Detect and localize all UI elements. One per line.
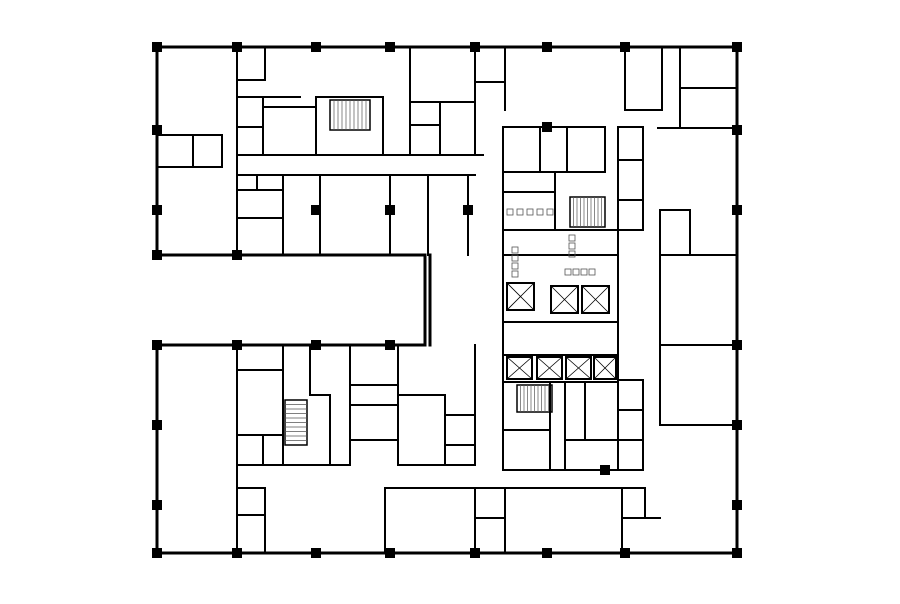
elevator-shaft: [581, 285, 610, 314]
column: [152, 125, 162, 135]
toilet-fixture: [511, 262, 519, 270]
column: [732, 340, 742, 350]
column: [152, 205, 162, 215]
column: [152, 250, 162, 260]
column: [620, 42, 630, 52]
columns: [152, 42, 742, 558]
elevators: [506, 282, 617, 380]
elevator-cross: [581, 285, 610, 314]
column: [152, 340, 162, 350]
elevator-shaft: [506, 282, 535, 311]
elevator-cross: [506, 282, 535, 311]
column: [311, 205, 321, 215]
toilet-fixture: [546, 208, 554, 216]
toilet-fixture: [536, 208, 544, 216]
elevator-cross: [506, 356, 533, 380]
column: [232, 250, 242, 260]
column: [232, 42, 242, 52]
elevator-shaft: [593, 356, 617, 380]
elevator-cross: [536, 356, 563, 380]
elevator-shaft: [550, 285, 579, 314]
column: [732, 500, 742, 510]
column: [732, 125, 742, 135]
column: [152, 420, 162, 430]
toilet-fixture: [572, 268, 580, 276]
toilet-fixture: [568, 242, 576, 250]
column: [470, 42, 480, 52]
toilet-fixture: [564, 268, 572, 276]
stairs: [284, 99, 606, 446]
toilet-fixture: [526, 208, 534, 216]
column: [385, 548, 395, 558]
walls: [155, 45, 739, 555]
elevator-cross: [565, 356, 592, 380]
column: [152, 500, 162, 510]
toilet-fixture: [511, 270, 519, 278]
column: [152, 42, 162, 52]
column: [542, 122, 552, 132]
column: [311, 340, 321, 350]
elevator-cross: [550, 285, 579, 314]
column: [232, 548, 242, 558]
column: [463, 205, 473, 215]
column: [311, 548, 321, 558]
column: [152, 548, 162, 558]
elevator-shaft: [565, 356, 592, 380]
toilet-fixture: [516, 208, 524, 216]
toilet-fixture: [506, 208, 514, 216]
column: [385, 340, 395, 350]
toilet-fixture: [511, 246, 519, 254]
elevator-cross: [593, 356, 617, 380]
column: [232, 340, 242, 350]
toilet-fixture: [568, 234, 576, 242]
column: [620, 548, 630, 558]
column: [385, 205, 395, 215]
column: [732, 42, 742, 52]
column: [732, 420, 742, 430]
column: [385, 42, 395, 52]
toilet-fixture: [588, 268, 596, 276]
toilet-fixture: [511, 254, 519, 262]
column: [542, 548, 552, 558]
column: [311, 42, 321, 52]
elevator-shaft: [506, 356, 533, 380]
column: [600, 465, 610, 475]
column: [732, 548, 742, 558]
column: [470, 548, 480, 558]
toilet-fixture: [580, 268, 588, 276]
column: [732, 205, 742, 215]
toilet-fixture: [568, 250, 576, 258]
elevator-shaft: [536, 356, 563, 380]
column: [542, 42, 552, 52]
